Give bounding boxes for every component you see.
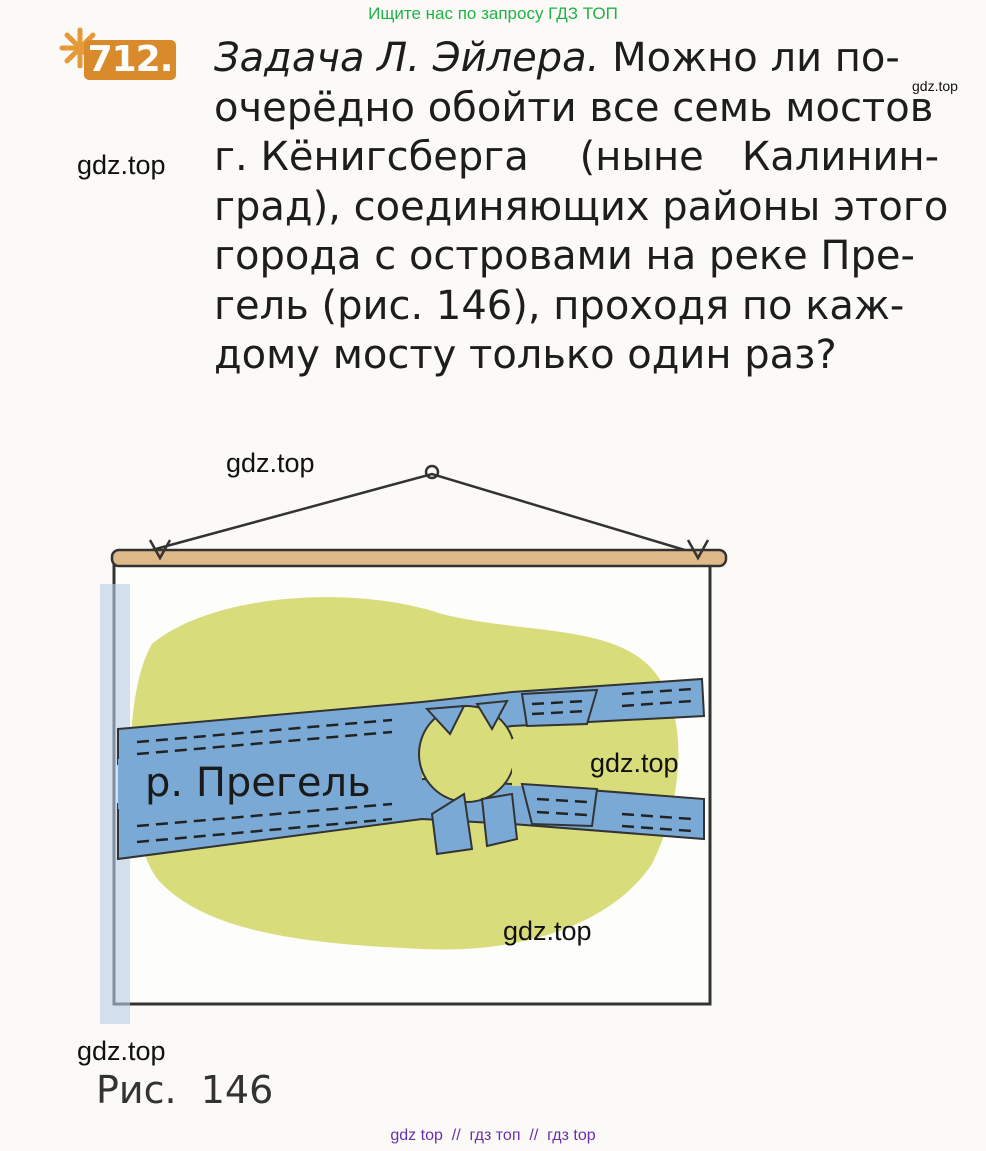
task-line-1: Задача Л. Эйлера. Можно ли по- [214,34,950,84]
task-title: Задача Л. Эйлера. [214,35,600,81]
task-line-1-rest: Можно ли по- [599,35,900,81]
watermark-below-figure: gdz.top [77,1036,166,1066]
konigsberg-poster [92,454,732,1034]
task-line-4: град), соединяющих районы этого [214,183,949,230]
task-line-7: дому мосту только один раз? [214,332,837,378]
task-line-2: очерёдно обойти все семь мостов [214,84,934,131]
task-line-6: гель (рис. 146), проходя по каж- [214,282,905,329]
task-line-3: г. Кёнигсберга (ныне Калинин- [214,134,940,180]
watermark-figure-right: gdz.top [590,748,679,778]
watermark-top-right: gdz.top [912,78,958,94]
search-banner: Ищите нас по запросу ГДЗ ТОП [368,4,618,23]
task-statement: Задача Л. Эйлера. Можно ли по- очерёдно … [214,34,950,381]
watermark-above-figure: gdz.top [226,448,315,478]
task-number: 712. [84,40,176,80]
footer-links[interactable]: gdz top // гдз топ // гдз top [390,1127,596,1144]
watermark-figure-bottom: gdz.top [503,916,592,946]
river-label: р. Прегель [145,760,371,806]
figure-caption: Рис. 146 [96,1068,274,1112]
task-line-5: города с островами на реке Пре- [214,233,915,279]
watermark-left-upper: gdz.top [77,150,166,180]
